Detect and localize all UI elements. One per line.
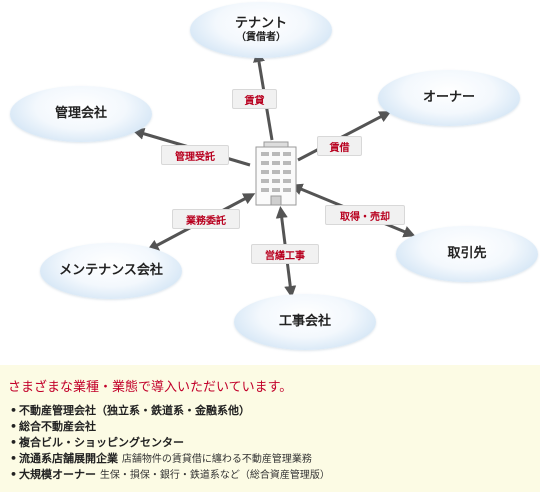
list-item: •不動産管理会社（独立系・鉄道系・金融系他） [10,403,330,419]
industry-list: •不動産管理会社（独立系・鉄道系・金融系他） •総合不動産会社 •複合ビル・ショ… [10,403,330,483]
bullet: • [10,452,18,465]
list-item-text: 大規模オーナー [19,468,96,481]
node-tenant: テナント （賃借者） [190,2,332,58]
node-management: 管理会社 [10,86,152,142]
bullet: • [10,436,18,449]
bullet: • [10,468,18,481]
list-item-text: 不動産管理会社（独立系・鉄道系・金融系他） [19,404,250,417]
list-item: •複合ビル・ショッピングセンター [10,435,330,451]
relation-tag-construction: 営繕工事 [251,244,319,264]
adoption-info-panel: さまざまな業種・業態で導入いただいています。 •不動産管理会社（独立系・鉄道系・… [0,365,540,492]
relation-tag-owner: 賃借 [317,136,362,156]
bullet: • [10,404,18,417]
node-construction-label: 工事会社 [278,314,331,330]
list-item-text: 総合不動産会社 [19,420,96,433]
node-client-label: 取引先 [447,246,487,262]
list-item-text: 複合ビル・ショッピングセンター [19,436,184,449]
list-item: •流通系店舗展開企業 店舗物件の賃貸借に纏わる不動産管理業務 [10,451,330,467]
adoption-headline: さまざまな業種・業態で導入いただいています。 [8,380,293,395]
relation-tag-management: 管理受託 [161,145,229,165]
node-maintenance: メンテナンス会社 [40,243,182,299]
node-maintenance-label: メンテナンス会社 [59,263,163,279]
relationship-diagram: テナント （賃借者） オーナー 管理会社 メンテナンス会社 取引先 工事会社 賃… [10,2,538,350]
node-client: 取引先 [396,226,538,282]
list-item: •総合不動産会社 [10,419,330,435]
node-owner-label: オーナー [422,90,475,106]
list-item-note: 店舗物件の賃貸借に纏わる不動産管理業務 [121,454,312,465]
node-tenant-label: テナント [234,16,287,32]
list-item: •大規模オーナー 生保・損保・銀行・鉄道系など（総合資産管理版） [10,467,330,483]
node-tenant-sub: （賃借者） [236,31,286,43]
list-item-note: 生保・損保・銀行・鉄道系など（総合資産管理版） [99,470,330,481]
node-construction: 工事会社 [234,294,376,350]
node-owner: オーナー [378,70,520,126]
office-building-icon [255,141,297,206]
relation-tag-client: 取得・売却 [325,205,405,225]
relation-tag-tenant: 賃貸 [232,89,277,109]
list-item-text: 流通系店舗展開企業 [19,452,118,465]
node-management-label: 管理会社 [54,106,107,122]
bullet: • [10,420,18,433]
relation-tag-maintenance: 業務委託 [172,209,240,229]
